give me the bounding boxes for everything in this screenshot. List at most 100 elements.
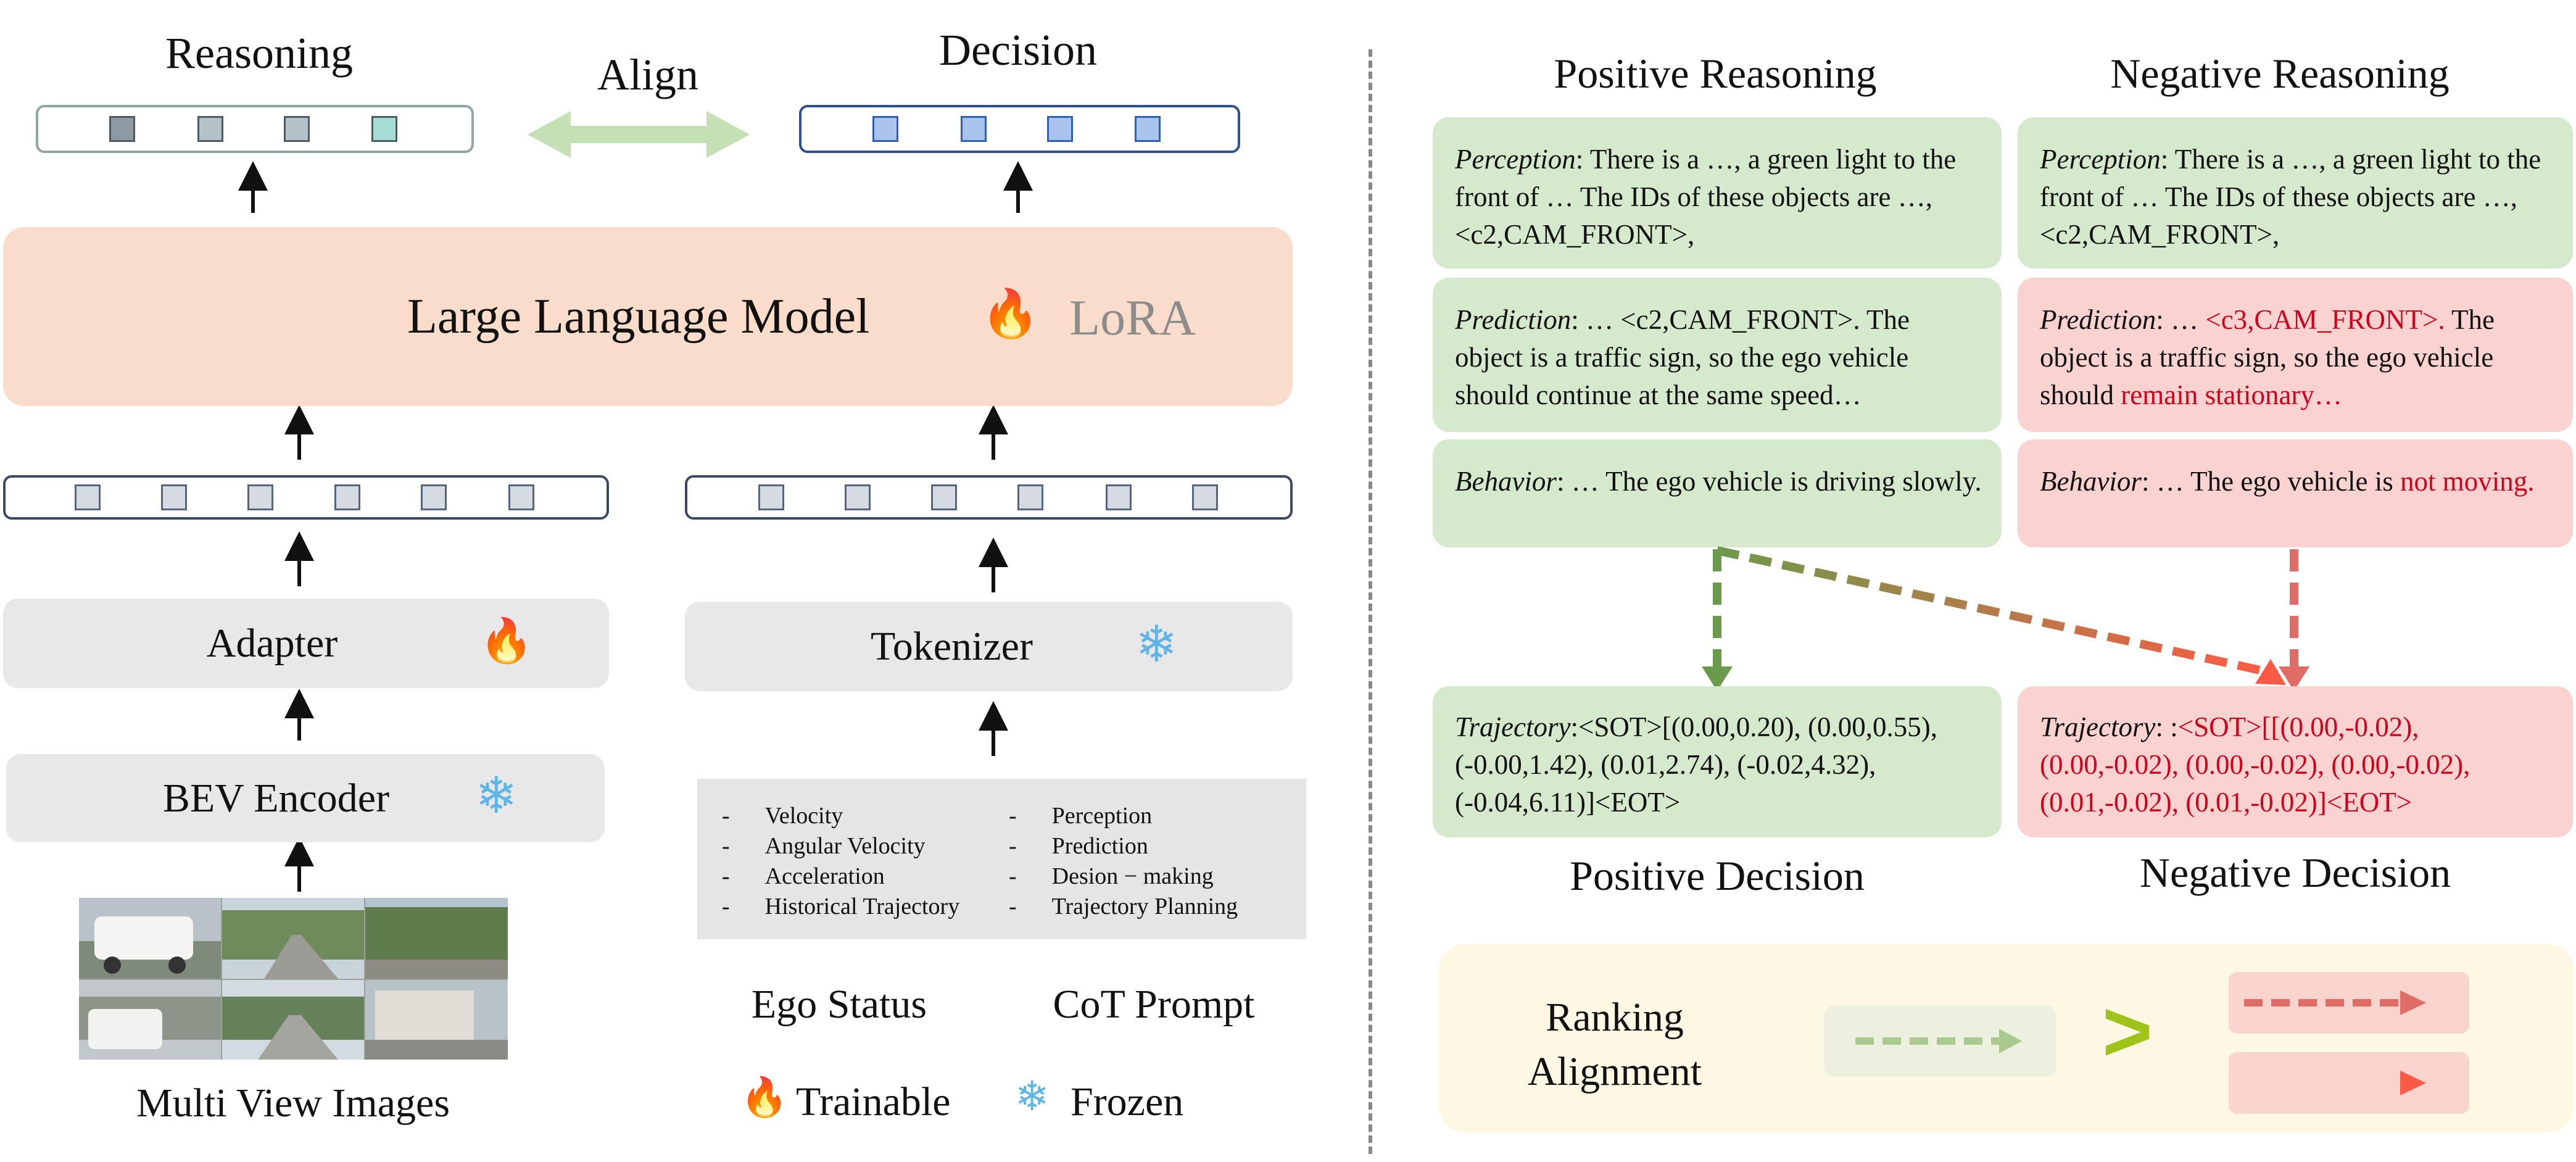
positive-to-positive-arrow xyxy=(1702,549,1733,691)
perception-label: Perception xyxy=(2040,144,2161,175)
positive-reasoning-title: Positive Reasoning xyxy=(1554,50,1877,97)
panel-divider xyxy=(1369,49,1372,1154)
llm-box: Large Language Model 🔥 LoRA xyxy=(3,227,1293,406)
behavior-label: Behavior xyxy=(1455,466,1557,497)
positive-sample-box xyxy=(1824,1006,2056,1077)
ego-status-label: Ego Status xyxy=(751,982,927,1027)
negative-reasoning-title: Negative Reasoning xyxy=(2110,50,2450,97)
decision-token xyxy=(872,116,898,142)
positive-prediction-card: Prediction: … <c2,CAM_FRONT>. The object… xyxy=(1433,278,2002,432)
fire-icon: 🔥 xyxy=(740,1077,789,1119)
trajectory-error-text: <SOT>[[(0.00,-0.02), (0.00,-0.02), (0.00… xyxy=(2040,712,2470,818)
trajectory-label: Trajectory xyxy=(1455,712,1571,742)
decision-token xyxy=(1047,116,1073,142)
prompt-list-box: - Velocity - Angular Velocity - Accelera… xyxy=(697,779,1306,939)
align-double-arrow xyxy=(528,111,750,158)
fire-icon: 🔥 xyxy=(479,618,534,665)
text-token xyxy=(845,484,871,510)
prediction-label: Prediction xyxy=(2040,304,2156,335)
align-label: Align xyxy=(597,50,698,99)
perception-text: : There is a …, a green light to the fro… xyxy=(1455,144,1957,250)
behavior-error-text: not moving. xyxy=(2400,466,2535,497)
reasoning-token xyxy=(371,116,397,142)
trajectory-text: :<SOT>[(0.00,0.20), (0.00,0.55), (-0.00,… xyxy=(1455,712,1937,818)
left-arrows-layer xyxy=(238,111,1033,892)
bev-encoder-box: BEV Encoder ❄ xyxy=(6,754,605,842)
behavior-label: Behavior xyxy=(2040,466,2142,497)
snowflake-icon: ❄ xyxy=(475,768,518,824)
bev-encoder-label: BEV Encoder xyxy=(162,776,390,821)
text-token-bar xyxy=(685,475,1293,520)
ego-status-item: - Acceleration xyxy=(722,863,885,889)
positive-decision-title: Positive Decision xyxy=(1570,852,1865,899)
ego-status-item: - Historical Trajectory xyxy=(722,894,960,919)
ego-status-item: - Angular Velocity xyxy=(722,833,926,859)
visual-token xyxy=(161,484,187,510)
negative-prediction-card: Prediction: … <c3,CAM_FRONT>. The object… xyxy=(2018,278,2573,432)
text-token xyxy=(1017,484,1043,510)
visual-token xyxy=(508,484,534,510)
negative-trajectory-card: Trajectory: :<SOT>[[(0.00,-0.02), (0.00,… xyxy=(2018,686,2573,837)
trajectory-text: : : xyxy=(2155,712,2178,742)
cot-prompt-item: - Desion − making xyxy=(1009,863,1214,889)
ranking-alignment-box: Ranking Alignment > xyxy=(1439,944,2574,1132)
right-arrows-layer xyxy=(1702,546,2309,691)
snowflake-icon: ❄ xyxy=(1015,1074,1050,1119)
legend-frozen: Frozen xyxy=(1071,1079,1184,1124)
tokenizer-box: Tokenizer ❄ xyxy=(685,602,1293,691)
cot-prompt-list: - Perception - Prediction - Desion − mak… xyxy=(1009,801,1238,922)
reasoning-token-bar xyxy=(36,105,474,153)
positive-trajectory-card: Trajectory:<SOT>[(0.00,0.20), (0.00,0.55… xyxy=(1433,686,2002,837)
cot-prompt-item: - Prediction xyxy=(1009,833,1148,859)
adapter-box: Adapter 🔥 xyxy=(3,599,609,688)
visual-token-bar xyxy=(3,475,609,520)
cot-prompt-item: - Perception xyxy=(1009,803,1153,829)
positive-to-negative-arrow xyxy=(1716,546,2286,685)
text-token xyxy=(758,484,784,510)
ego-status-item: - Velocity xyxy=(722,803,843,829)
positive-perception-card: Perception: There is a …, a green light … xyxy=(1433,117,2002,268)
mixed-dashed-arrow-icon xyxy=(2244,1071,2426,1095)
visual-token xyxy=(247,484,273,510)
llm-label: Large Language Model xyxy=(407,289,870,344)
reasoning-token xyxy=(284,116,310,142)
negative-decision-title: Negative Decision xyxy=(2139,849,2451,896)
ranking-label: Ranking Alignment xyxy=(1527,995,1702,1094)
trajectory-label: Trajectory xyxy=(2040,712,2156,742)
visual-token xyxy=(334,484,360,510)
prediction-text: : … xyxy=(2156,304,2206,335)
visual-token xyxy=(421,484,447,510)
prediction-text: : … <c2,CAM_FRONT>. The object is a traf… xyxy=(1455,304,1910,410)
prediction-text: The object is a traffic sign, so the ego… xyxy=(2040,304,2495,410)
positive-dashed-arrow-icon xyxy=(1855,1029,2022,1053)
reasoning-title: Reasoning xyxy=(165,28,353,78)
text-token xyxy=(1192,484,1218,510)
decision-token xyxy=(961,116,987,142)
ego-status-list: - Velocity - Angular Velocity - Accelera… xyxy=(722,801,959,922)
lora-label: LoRA xyxy=(1069,289,1196,346)
cot-prompt-item: - Trajectory Planning xyxy=(1009,894,1238,919)
decision-title: Decision xyxy=(939,25,1097,75)
reasoning-token xyxy=(109,116,135,142)
negative-to-negative-arrow xyxy=(2279,549,2309,691)
negative-perception-card: Perception: There is a …, a green light … xyxy=(2018,117,2573,268)
decision-token-bar xyxy=(799,105,1240,153)
visual-token xyxy=(75,484,101,510)
legend-trainable: Trainable xyxy=(796,1079,951,1124)
decision-token xyxy=(1135,116,1161,142)
greater-than-icon: > xyxy=(2102,982,2153,1079)
adapter-label: Adapter xyxy=(206,621,338,666)
negative-sample-box xyxy=(2229,972,2469,1034)
prediction-error-text: remain stationary… xyxy=(2121,380,2342,410)
cot-prompt-label: CoT Prompt xyxy=(1053,982,1255,1027)
reasoning-token xyxy=(197,116,223,142)
text-token xyxy=(1106,484,1132,510)
negative-behavior-card: Behavior: … The ego vehicle is not movin… xyxy=(2018,439,2573,547)
prediction-label: Prediction xyxy=(1455,304,1572,335)
behavior-text: : … The ego vehicle is driving slowly. xyxy=(1556,466,1982,497)
negative-dashed-arrow-icon xyxy=(2244,990,2426,1015)
snowflake-icon: ❄ xyxy=(1135,616,1178,673)
perception-label: Perception xyxy=(1455,144,1576,175)
perception-text: : There is a …, a green light to the fro… xyxy=(2040,144,2541,250)
prediction-error-text: <c3,CAM_FRONT>. xyxy=(2205,304,2445,335)
